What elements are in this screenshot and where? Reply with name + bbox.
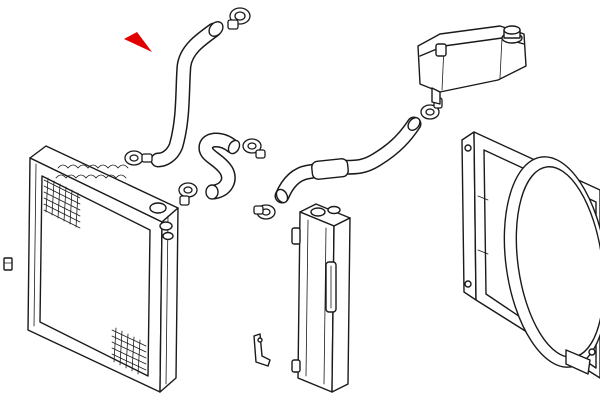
red-arrow-icon: [124, 32, 152, 52]
radiator: [27, 145, 179, 393]
expansion-tank: [417, 25, 527, 105]
oil-cooler: [291, 203, 351, 393]
hose-clamp-heater: [253, 204, 276, 220]
fan-shroud: [461, 131, 600, 379]
drain-plug: [3, 257, 13, 271]
hose-clamp-lower-2: [242, 138, 266, 159]
hose-clamp-radiator-upper: [124, 150, 153, 166]
radiator-core-fins-lower: [111, 327, 147, 375]
lower-radiator-hose: [198, 132, 241, 200]
hose-clamp-lower-1: [178, 182, 198, 206]
expansion-tank-cap: [501, 25, 523, 44]
hose-clamp-top: [227, 7, 251, 30]
bracket: [253, 333, 271, 367]
upper-radiator-hose: [150, 21, 224, 168]
radiator-core-fins: [43, 177, 81, 229]
heater-hose: [274, 116, 422, 204]
